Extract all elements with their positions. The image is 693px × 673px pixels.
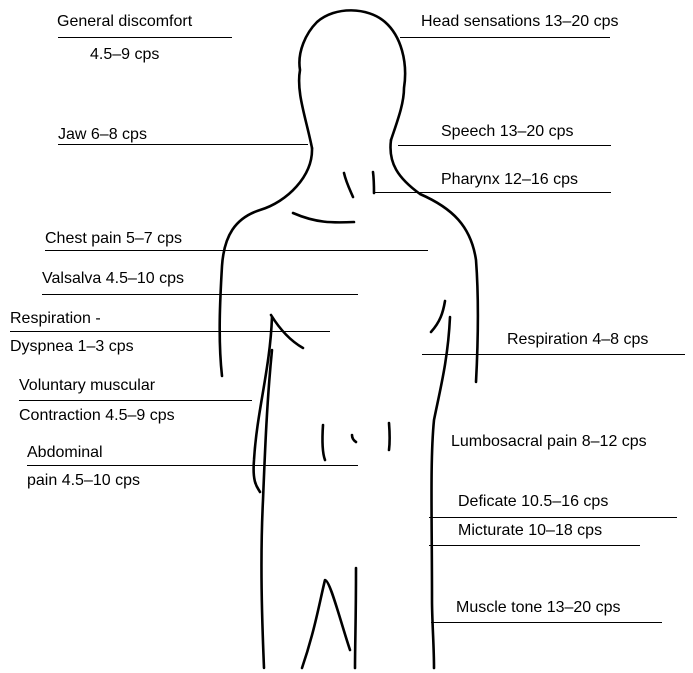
micturate-leader <box>429 545 640 546</box>
ribcage-right <box>431 301 445 332</box>
voluntary-muscular-label: Voluntary muscular <box>19 378 155 394</box>
abdominal-leader <box>27 465 358 466</box>
collar-left-stroke <box>344 173 353 197</box>
voluntary-muscular-leader <box>19 400 252 401</box>
abdominal-range: pain 4.5–10 cps <box>27 473 140 489</box>
head-outline <box>299 10 405 148</box>
speech-leader <box>398 145 611 146</box>
chest-pain-leader <box>45 250 428 251</box>
abdominal-label: Abdominal <box>27 445 103 461</box>
respiration-dyspnea-label: Respiration - <box>10 311 101 327</box>
abdomen-right-line <box>389 423 390 450</box>
abdomen-left-line <box>322 425 325 460</box>
dyspnea-range: Dyspnea 1–3 cps <box>10 339 134 355</box>
chest-pain-label: Chest pain 5–7 cps <box>45 231 182 247</box>
general-discomfort-label: General discomfort <box>57 14 192 30</box>
navel <box>352 435 356 442</box>
jaw-label: Jaw 6–8 cps <box>58 127 147 143</box>
respiration-label: Respiration 4–8 cps <box>507 332 648 348</box>
muscle-tone-label: Muscle tone 13–20 cps <box>456 600 621 616</box>
respiration-dyspnea-leader <box>10 331 330 332</box>
head-sensations-leader <box>400 37 610 38</box>
right-arm-inner <box>432 317 451 668</box>
collarbone-line <box>293 213 354 222</box>
contraction-range: Contraction 4.5–9 cps <box>19 408 175 424</box>
valsalva-leader <box>42 294 358 295</box>
leg-gap <box>302 568 356 668</box>
jaw-leader <box>58 144 308 145</box>
lumbosacral-label: Lumbosacral pain 8–12 cps <box>451 434 647 450</box>
general-discomfort-leader <box>58 37 232 38</box>
respiration-leader <box>422 354 685 355</box>
muscle-tone-leader <box>431 622 662 623</box>
deficate-label: Deficate 10.5–16 cps <box>458 494 608 510</box>
speech-label: Speech 13–20 cps <box>441 124 574 140</box>
general-discomfort-range: 4.5–9 cps <box>90 47 159 63</box>
head-sensations-label: Head sensations 13–20 cps <box>421 14 618 30</box>
micturate-label: Micturate 10–18 cps <box>458 523 602 539</box>
pharynx-label: Pharynx 12–16 cps <box>441 172 578 188</box>
neck-left <box>220 148 312 376</box>
deficate-leader <box>429 517 677 518</box>
collar-right-stroke <box>373 172 374 193</box>
valsalva-label: Valsalva 4.5–10 cps <box>42 271 184 287</box>
pharynx-leader <box>374 192 611 193</box>
